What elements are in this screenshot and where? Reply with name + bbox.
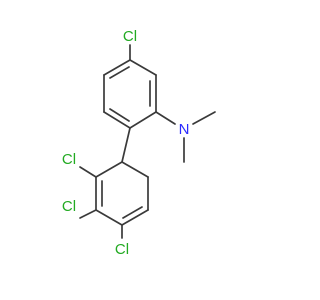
- bond-b1-b2: [95, 161, 123, 178]
- bond-b3-b4: [95, 209, 123, 226]
- chlorine-label-4: Cl: [115, 241, 129, 258]
- bond-a4-a5: [103, 111, 131, 129]
- cyclohexadiene-ring: [95, 161, 149, 226]
- bond-b3-to-cl: [79, 209, 97, 219]
- chlorine-label-2: Cl: [62, 151, 76, 168]
- bond-a1-a2: [129, 59, 157, 76]
- double-bond-a4-a5: [109, 108, 130, 122]
- bond-b2-to-cl: [79, 166, 97, 178]
- nitrogen-label: N: [179, 121, 190, 138]
- bond-ring-to-n: [155, 111, 176, 125]
- double-bond-a6-a1: [109, 66, 130, 79]
- bond-b4-b5: [121, 209, 149, 226]
- bond-biaryl: [121, 127, 131, 163]
- bond-a3-a4: [129, 111, 157, 129]
- bond-a6-a1: [103, 59, 131, 76]
- chlorine-label-3: Cl: [62, 198, 76, 215]
- bond-n-methyl-1: [192, 111, 216, 125]
- benzene-ring: [103, 59, 157, 129]
- bond-b6-b1: [121, 161, 149, 178]
- double-bond-b4-b5: [122, 206, 143, 219]
- chlorine-label-top: Cl: [123, 28, 137, 45]
- molecule-structure: Cl N Cl Cl Cl: [62, 28, 216, 258]
